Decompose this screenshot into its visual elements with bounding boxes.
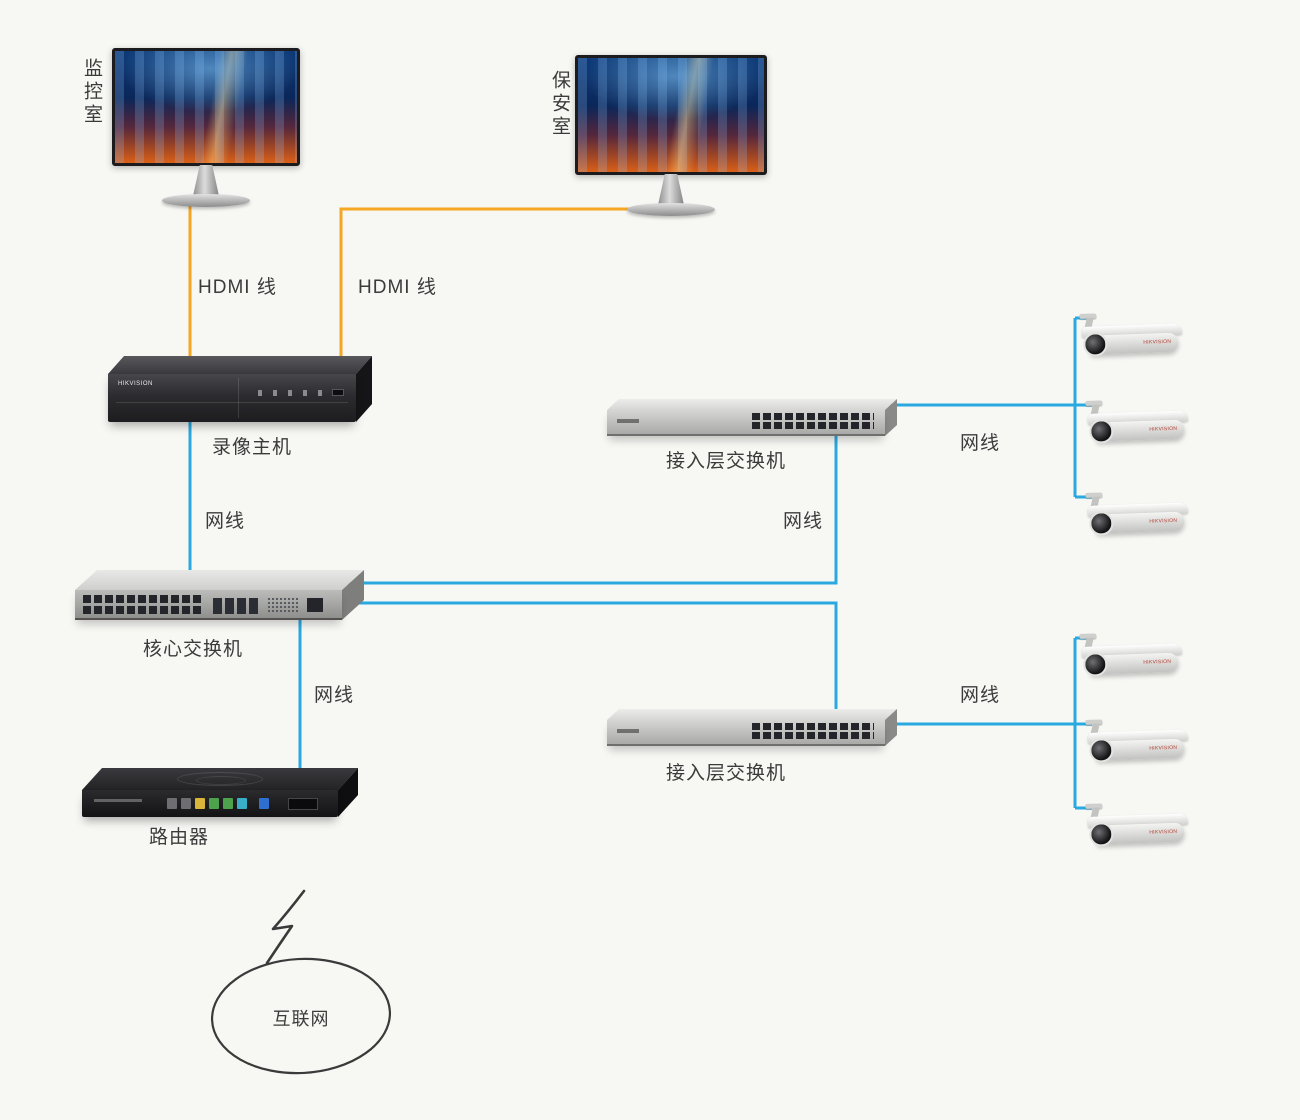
monitor-stand-base	[162, 194, 250, 207]
monitor-stand-neck	[658, 174, 684, 205]
access-switch-bottom-device	[607, 709, 897, 746]
network-cable-label-nvr-core: 网线	[205, 511, 246, 532]
network-cable-label-cameras-top: 网线	[960, 433, 1001, 454]
router-expansion-slot	[288, 798, 318, 810]
nvr-brand-logo: HIKVISION	[118, 381, 153, 387]
camera-1: HIKVISION	[1079, 308, 1191, 360]
nvr-usb-port	[332, 389, 344, 396]
camera-brand-text: HIKVISION	[1143, 338, 1172, 346]
switch-top-face	[607, 709, 897, 720]
nvr-panel-groove	[116, 402, 348, 403]
camera-brand-text: HIKVISION	[1149, 744, 1178, 752]
camera-6: HIKVISION	[1085, 798, 1197, 850]
core-switch-device	[75, 570, 364, 620]
nvr-device: HIKVISION	[108, 356, 372, 422]
monitor-screen	[112, 48, 300, 166]
nvr-label: 录像主机	[211, 437, 292, 458]
access-switch-bottom-label: 接入层交换机	[666, 763, 787, 784]
ethernet-port-row	[752, 422, 874, 429]
network-cable-access-top-to-core	[346, 433, 838, 585]
switch-top-face	[607, 399, 897, 410]
access-switch-top-device	[607, 399, 897, 436]
switch-front-panel	[607, 720, 885, 746]
uplink-port	[307, 598, 323, 612]
monitor-room-label: 监控室	[81, 58, 102, 127]
router-front-panel	[82, 790, 338, 817]
ethernet-port-row	[83, 606, 204, 614]
router-label: 路由器	[149, 827, 210, 848]
router-port-group	[167, 798, 269, 809]
ethernet-port-row	[752, 732, 874, 739]
camera-4: HIKVISION	[1079, 628, 1191, 680]
internet-cloud-ellipse	[210, 957, 392, 1075]
camera-brand-text: HIKVISION	[1143, 658, 1172, 666]
sfp-slots	[213, 598, 259, 614]
nvr-panel-seam	[238, 378, 239, 418]
router-top-face	[82, 768, 358, 790]
router-port	[209, 798, 219, 809]
network-cable-core-to-access-bottom	[348, 601, 838, 716]
camera-brand-text: HIKVISION	[1149, 425, 1178, 433]
ethernet-port-row	[83, 595, 204, 603]
camera-3: HIKVISION	[1085, 487, 1197, 539]
ethernet-port-row	[752, 413, 874, 420]
access-switch-top-label: 接入层交换机	[666, 451, 787, 472]
router-port	[237, 798, 247, 809]
router-port	[223, 798, 233, 809]
hdmi-cable-label-1: HDMI 线	[198, 277, 277, 298]
router-port	[181, 798, 191, 809]
camera-brand-text: HIKVISION	[1149, 517, 1178, 525]
router-label-print	[94, 799, 142, 802]
core-switch-label: 核心交换机	[143, 639, 244, 660]
nvr-front-panel: HIKVISION	[108, 374, 356, 422]
monitor-security-room	[575, 55, 767, 217]
switch-front-panel	[75, 590, 342, 620]
vent-grid	[267, 597, 299, 613]
network-cable-label-access-core: 网线	[783, 511, 824, 532]
switch-label-print	[617, 419, 639, 423]
security-room-label: 保安室	[549, 70, 570, 139]
hdmi-cable-label-2: HDMI 线	[358, 277, 437, 298]
router-device	[82, 768, 358, 817]
switch-side-face	[885, 399, 897, 436]
network-cable-label-cameras-bottom: 网线	[960, 685, 1001, 706]
monitor-monitoring-room	[112, 48, 300, 208]
router-usb-port	[259, 798, 269, 809]
nvr-top-face	[108, 356, 372, 374]
network-cable-label-core-router: 网线	[314, 685, 355, 706]
monitor-stand-neck	[193, 165, 219, 196]
camera-5: HIKVISION	[1085, 714, 1197, 766]
camera-brand-text: HIKVISION	[1149, 828, 1178, 836]
switch-label-print	[617, 729, 639, 733]
switch-top-face	[75, 570, 364, 590]
ethernet-port-row	[752, 723, 874, 730]
monitor-screen	[575, 55, 767, 175]
lightning-bolt-icon	[265, 889, 306, 965]
internet-label: 互联网	[272, 1009, 330, 1029]
router-port	[195, 798, 205, 809]
switch-side-face	[885, 709, 897, 746]
nvr-side-face	[356, 356, 372, 422]
camera-2: HIKVISION	[1085, 395, 1197, 447]
nvr-buttons	[258, 390, 322, 396]
monitor-stand-base	[627, 203, 715, 216]
router-logo-rings	[177, 772, 263, 786]
router-port	[167, 798, 177, 809]
switch-front-panel	[607, 410, 885, 436]
